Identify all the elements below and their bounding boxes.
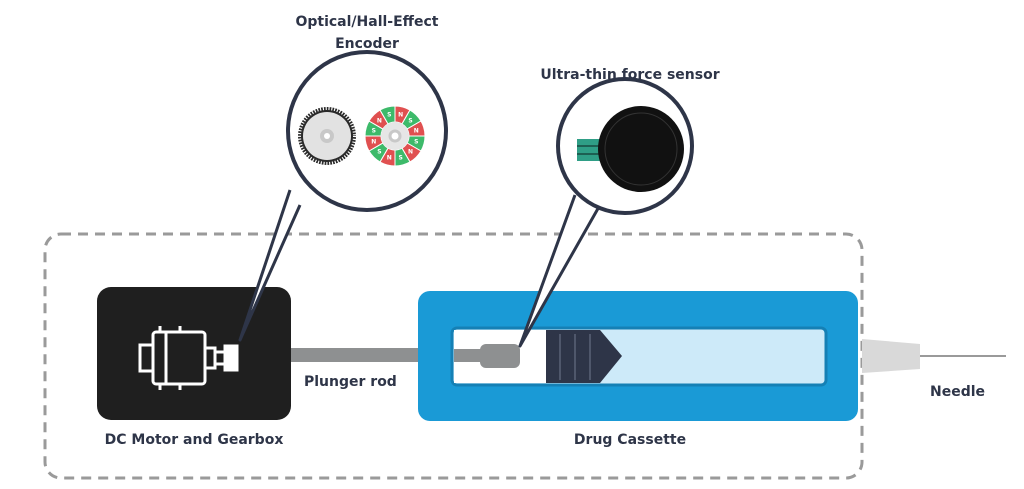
magnet-pole-label: N bbox=[398, 112, 403, 119]
force-sensor-icon bbox=[577, 106, 684, 192]
magnet-pole-label: S bbox=[414, 139, 418, 146]
plunger-shaft bbox=[454, 349, 484, 362]
plunger-rod-label: Plunger rod bbox=[304, 374, 397, 390]
magnet-pole-label: N bbox=[408, 149, 413, 156]
encoder-label-line2: Encoder bbox=[335, 36, 399, 52]
motor-label: DC Motor and Gearbox bbox=[105, 432, 284, 448]
magnet-pole-label: S bbox=[408, 117, 412, 124]
needle-label: Needle bbox=[930, 384, 985, 400]
encoder-label-line1: Optical/Hall-Effect bbox=[295, 14, 438, 30]
magnet-pole-label: S bbox=[387, 112, 391, 119]
stopper bbox=[546, 330, 622, 383]
plunger-rod bbox=[288, 348, 458, 362]
motor-icon bbox=[138, 326, 239, 390]
force-sensor-label: Ultra-thin force sensor bbox=[540, 67, 719, 83]
dc-motor-gearbox bbox=[97, 287, 291, 420]
magnet-pole-label: S bbox=[399, 154, 403, 161]
magnet-pole-label: N bbox=[387, 154, 392, 161]
magnet-pole-label: N bbox=[414, 127, 419, 134]
force-sensor-callout bbox=[518, 77, 694, 348]
magnet-pole-label: N bbox=[371, 139, 376, 146]
device-boundary bbox=[43, 232, 864, 480]
plunger-head bbox=[480, 344, 520, 368]
magnet-pole-label: N bbox=[377, 117, 382, 124]
optical-encoder-disc-icon bbox=[295, 104, 359, 168]
magnet-pole-label: S bbox=[372, 127, 376, 134]
needle bbox=[862, 339, 1006, 373]
magnet-pole-label: S bbox=[377, 149, 381, 156]
magnet-shaft-hole bbox=[388, 129, 402, 143]
cassette-label: Drug Cassette bbox=[574, 432, 686, 448]
drug-cassette bbox=[418, 291, 858, 421]
